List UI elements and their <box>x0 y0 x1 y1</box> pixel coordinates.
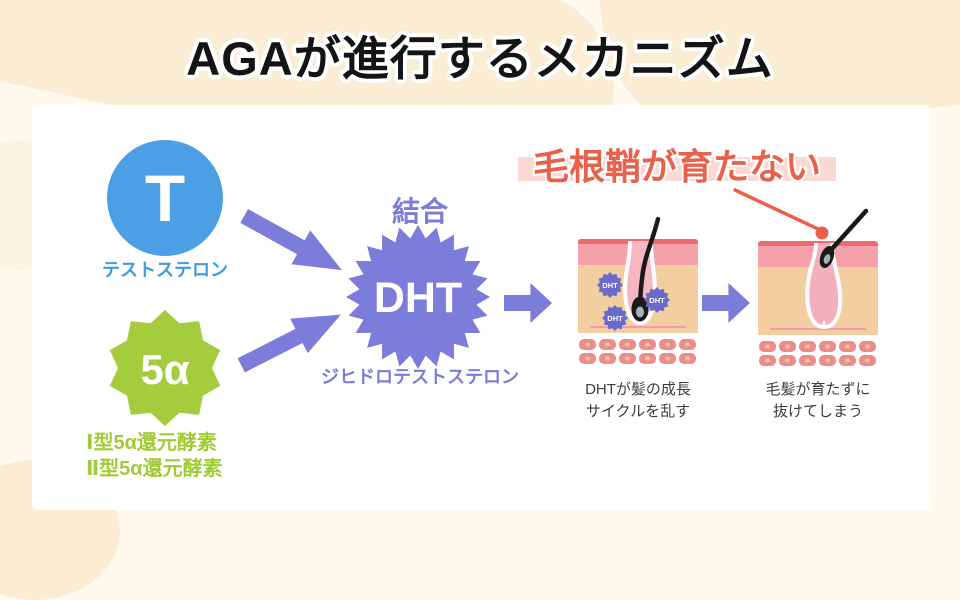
testosterone-symbol: T <box>144 161 186 235</box>
highlight-band <box>518 157 836 181</box>
pointer-stroke <box>733 188 820 231</box>
highlight-text: 毛根鞘が育たない <box>532 146 821 187</box>
dht-badge: DHT <box>597 272 623 298</box>
dht-label: ジヒドロテストステロン <box>321 367 519 387</box>
dht-badge-text: DHT <box>607 314 623 323</box>
dht-badge-shape <box>644 287 670 313</box>
dht-badge-text: DHT <box>602 281 618 290</box>
fat-cells <box>759 341 876 366</box>
fat-cells <box>579 339 696 364</box>
testosterone-label: テストステロン <box>102 260 228 280</box>
step2-caption: 毛髪が育たずに 抜けてしまう <box>748 379 888 423</box>
hair-bulb-core <box>636 306 644 318</box>
dht-badge: DHT <box>602 305 628 331</box>
dht-starburst: DHT <box>346 225 490 369</box>
reductase-label-type1: Ⅰ型5α還元酵素 <box>86 432 217 454</box>
step2-caption-line2: 抜けてしまう <box>772 403 863 420</box>
dht-badge-shape <box>602 305 628 331</box>
binding-label: 結合 <box>391 196 448 227</box>
detached-hair-bulb-core <box>823 254 831 264</box>
pointer-line <box>733 188 829 240</box>
dht-starburst-shape <box>346 225 490 369</box>
dht-badge: DHT <box>644 287 670 313</box>
step1-caption-line1: DHTが髪の成長 <box>585 381 691 398</box>
reductase-label-type2: Ⅱ型5α還元酵素 <box>86 458 223 480</box>
dht-badge-text: DHT <box>649 296 665 305</box>
page-title: AGAが進行するメカニズム <box>186 32 774 85</box>
follicle-illustration-dht: DHT DHT DHT <box>578 216 698 364</box>
detached-hair-shaft <box>827 208 869 254</box>
reductase-labels: Ⅰ型5α還元酵素 Ⅱ型5α還元酵素 <box>86 430 223 482</box>
dht-symbol: DHT <box>374 274 462 322</box>
step1-caption-line2: サイクルを乱す <box>585 403 691 420</box>
step1-caption: DHTが髪の成長 サイクルを乱す <box>568 379 708 423</box>
pointer-dot <box>815 226 829 240</box>
reductase-symbol: 5α <box>140 346 189 393</box>
reductase-badge-shape <box>109 310 221 426</box>
follicle-illustration-hairloss <box>758 208 878 366</box>
dht-badge-shape <box>597 272 623 298</box>
testosterone-circle: T <box>107 140 223 256</box>
step2-caption-line1: 毛髪が育たずに <box>765 381 871 398</box>
reductase-badge: 5α <box>109 310 221 426</box>
